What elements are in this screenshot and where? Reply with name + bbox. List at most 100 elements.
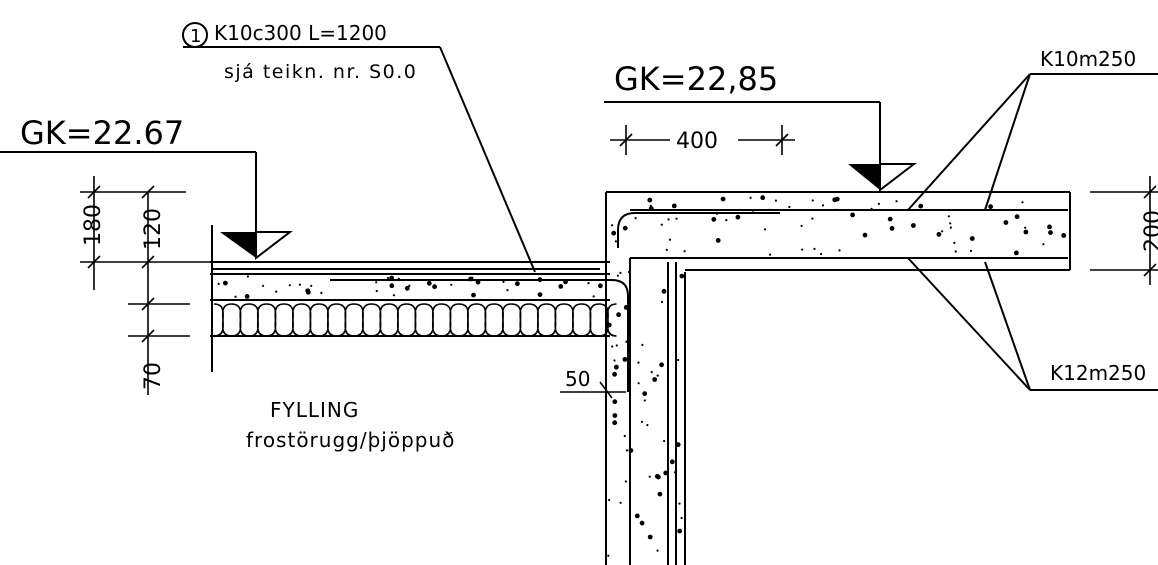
aggregate-dot [667, 218, 670, 221]
aggregate-dot [375, 281, 378, 284]
aggregate-dot [623, 305, 629, 310]
aggregate-dot [375, 289, 378, 293]
insulation-loop [598, 303, 617, 337]
bottom-rebar-leaders [907, 257, 1158, 391]
top-rebar-label: K10m250 [1040, 47, 1136, 71]
aggregate-dot [652, 377, 658, 382]
level-right-label: GK=22,85 [614, 60, 778, 98]
aggregate-dot [969, 236, 975, 241]
aggregate-dot [679, 273, 685, 279]
insulation-loop [493, 303, 512, 337]
insulation-loop [406, 303, 425, 337]
callout-number: 1 [190, 26, 201, 47]
aggregate-dot [392, 294, 395, 297]
aggregate-dot [813, 247, 816, 250]
aggregate-dot [656, 549, 659, 552]
aggregate-dot [647, 197, 653, 203]
aggregate-dot [646, 424, 649, 427]
right-dimension [1090, 176, 1158, 285]
callout-reference: sjá teikn. nr. S0.0 [224, 61, 417, 83]
aggregate-dot [506, 289, 509, 292]
callout-spec: K10c300 L=1200 [214, 21, 387, 45]
aggregate-dot [877, 202, 881, 205]
aggregate-dot [675, 442, 681, 448]
aggregate-dot [769, 253, 772, 256]
aggregate-dot [663, 470, 669, 476]
aggregate-dot [673, 471, 677, 474]
dim-insulation: 70 [141, 362, 166, 390]
aggregate-dot [720, 196, 726, 202]
aggregate-dot [612, 371, 617, 377]
insulation-loop [336, 303, 355, 337]
aggregate-dot [217, 282, 220, 285]
aggregate-dot [310, 284, 313, 287]
aggregate-dot [763, 228, 767, 231]
aggregate-dot [320, 291, 323, 294]
aggregate-dot [1061, 233, 1067, 238]
aggregate-dot [678, 502, 681, 505]
aggregate-dot [969, 249, 973, 252]
aggregate-dot [563, 279, 568, 285]
fill-description: frostörugg/þjöppuð [246, 428, 455, 452]
aggregate-dot [607, 554, 610, 557]
aggregate-dot [515, 281, 520, 287]
aggregate-dot [246, 275, 249, 278]
aggregate-dot [471, 292, 476, 298]
aggregate-dot [669, 459, 675, 465]
aggregate-dot [616, 312, 621, 318]
aggregate-dot [611, 230, 617, 236]
aggregate-dot [821, 204, 825, 207]
aggregate-dot [1014, 214, 1020, 220]
rebar-callout [182, 22, 536, 273]
insulation-loop [476, 303, 495, 337]
aggregate-dot [665, 248, 668, 251]
aggregate-dot [654, 473, 660, 479]
aggregate-dot [774, 199, 778, 202]
insulation-pattern [213, 303, 617, 337]
aggregate-dot [468, 276, 473, 282]
aggregate-dot [616, 365, 619, 368]
aggregate-dot [642, 391, 648, 396]
aggregate-dot [648, 475, 651, 478]
left-dimension-chain [80, 176, 210, 395]
aggregate-dot [647, 534, 653, 540]
insulation-loop [371, 303, 390, 337]
aggregate-dot [624, 480, 627, 483]
aggregate-dot [668, 238, 672, 241]
aggregate-dot [305, 289, 311, 295]
aggregate-dot [234, 295, 237, 298]
aggregate-dot [592, 295, 595, 298]
left-slab-rebar [212, 268, 629, 392]
aggregate-dot [657, 491, 663, 497]
insulation-loop [423, 303, 442, 337]
aggregate-dot [612, 399, 618, 405]
aggregate-dot [450, 283, 453, 286]
aggregate-dot [643, 399, 646, 402]
aggregate-dot [244, 294, 250, 299]
aggregate-dot [683, 250, 686, 253]
fill-title: FYLLING [270, 398, 359, 422]
aggregate-dot [389, 283, 395, 289]
aggregate-dot [623, 434, 626, 438]
aggregate-dot [838, 249, 841, 252]
aggregate-dot [1048, 230, 1053, 236]
aggregate-dot [715, 212, 719, 215]
insulation-loop [231, 303, 250, 337]
aggregate-dot [870, 207, 873, 210]
aggregate-dot [895, 200, 898, 203]
aggregate-dot [819, 252, 823, 256]
aggregate-dot [262, 284, 265, 287]
aggregate-dot [625, 340, 628, 343]
aggregate-dot [614, 240, 618, 243]
insulation-loop [248, 303, 267, 337]
step-dimension [610, 125, 795, 155]
aggregate-dot [622, 225, 628, 231]
aggregate-dot [832, 197, 838, 203]
aggregate-dot [613, 359, 616, 362]
insulation-loop [528, 303, 547, 337]
aggregate-dot [275, 290, 278, 293]
aggregate-dot [288, 284, 291, 287]
insulation-loop [353, 303, 372, 337]
aggregate-dot [612, 413, 618, 418]
